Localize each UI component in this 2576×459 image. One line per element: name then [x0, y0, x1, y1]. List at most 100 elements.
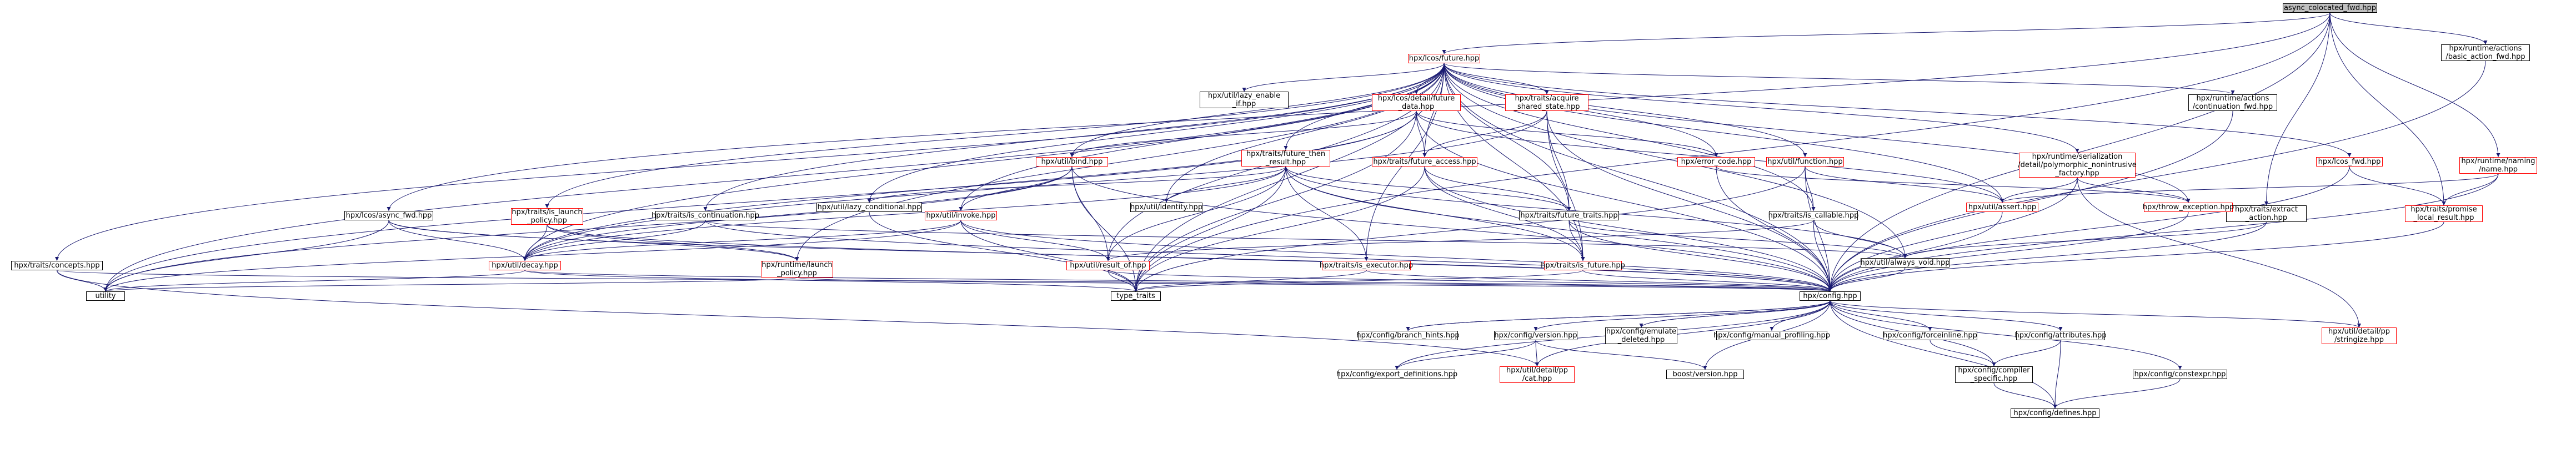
edge-poly-to-cfg: [1828, 177, 2078, 292]
node-lazy-conditional[interactable]: hpx/util/lazy_conditional.hpp: [816, 203, 922, 212]
node-lcos-future[interactable]: hpx/lcos/future.hpp: [1408, 54, 1480, 63]
node-emulate-deleted[interactable]: hpx/config/emulate _deleted.hpp: [1605, 327, 1677, 344]
node-result-of[interactable]: hpx/util/result_of.hpp: [1066, 261, 1150, 270]
node-continuation-fwd[interactable]: hpx/runtime/actions /continuation_fwd.hp…: [2188, 94, 2277, 111]
edge-lp-to-cfg: [547, 224, 1832, 292]
node-always-void[interactable]: hpx/util/always_void.hpp: [1860, 258, 1950, 268]
edge-inv-to-cfg: [960, 220, 1832, 292]
edge-fdata-to-decay: [523, 110, 1417, 261]
node-pp-stringize[interactable]: hpx/util/detail/pp /stringize.hpp: [2322, 327, 2397, 344]
node-attributes[interactable]: hpx/config/attributes.hpp: [2014, 331, 2107, 340]
edge-lafwd-to-decay: [388, 220, 527, 261]
edge-lfut-to-ft: [1444, 63, 1571, 211]
edge-func-to-tdata: [1134, 166, 1806, 292]
node-util-bind[interactable]: hpx/util/bind.hpp: [1036, 157, 1108, 167]
edge-rlp-to-cfg: [796, 277, 1832, 292]
edge-inv-to-tdata: [960, 220, 1138, 292]
edge-root-to-tdata: [1134, 12, 2331, 292]
edge-finl-to-comp: [1930, 340, 1996, 367]
node-concepts[interactable]: hpx/traits/concepts.hpp: [11, 261, 103, 270]
node-error-code[interactable]: hpx/error_code.hpp: [1677, 157, 1755, 167]
edge-fdata-to-bind: [1070, 110, 1417, 158]
edge-bafwd-to-cfg: [1828, 60, 2486, 292]
edge-ftr-to-cfg: [1285, 166, 1832, 292]
node-lazy-enable-if[interactable]: hpx/util/lazy_enable _if.hpp: [1200, 92, 1289, 108]
edge-iex-to-cfg: [1366, 270, 1832, 292]
node-lcos-fwd[interactable]: hpx/lcos_fwd.hpp: [2316, 157, 2383, 167]
edge-isf-to-cfg: [1582, 270, 1832, 292]
edge-lc-to-tdata: [869, 211, 1138, 292]
node-util-function[interactable]: hpx/util/function.hpp: [1766, 157, 1844, 167]
node-lcos-async-fwd[interactable]: hpx/lcos/async_fwd.hpp: [344, 211, 433, 220]
node-is-continuation[interactable]: hpx/traits/is_continuation.hpp: [651, 211, 759, 220]
edge-cfg-to-cat: [1535, 300, 1831, 367]
node-forceinline[interactable]: hpx/config/forceinline.hpp: [1883, 331, 1977, 340]
edge-ftr-to-id: [1164, 166, 1286, 203]
node-boost-version[interactable]: boost/version.hpp: [1666, 370, 1744, 379]
node-config-defines[interactable]: hpx/config/defines.hpp: [2011, 408, 2099, 418]
edge-acq-to-isf: [1546, 110, 1585, 261]
node-is-future[interactable]: hpx/traits/is_future.hpp: [1541, 261, 1625, 270]
node-throw-exception[interactable]: hpx/throw_exception.hpp: [2142, 203, 2234, 212]
node-promise-local-result[interactable]: hpx/traits/promise _local_result.hpp: [2405, 205, 2483, 222]
node-constexpr[interactable]: hpx/config/constexpr.hpp: [2133, 370, 2227, 379]
edge-root-to-ea: [2264, 12, 2331, 206]
edge-lfut-to-lp: [545, 63, 1445, 209]
node-type-traits[interactable]: type_traits: [1111, 291, 1161, 301]
edge-call-to-cfg: [1813, 220, 1832, 292]
edge-cfg-to-finl: [1830, 300, 1932, 331]
edge-conc-to-cat: [57, 270, 1539, 367]
node-future-data[interactable]: hpx/lcos/detail/future _data.hpp: [1372, 94, 1461, 111]
edge-rlp-to-util: [104, 277, 798, 292]
edge-name-to-prl: [2442, 173, 2499, 206]
edge-fdata-to-tdata: [1134, 110, 1417, 292]
edge-func-to-assert: [1805, 166, 2004, 203]
node-util-decay[interactable]: hpx/util/decay.hpp: [489, 261, 561, 270]
edge-lfut-to-avoid: [1444, 63, 1907, 259]
edge-bind-to-tdata: [1071, 166, 1138, 292]
node-export-definitions[interactable]: hpx/config/export_definitions.hpp: [1336, 370, 1458, 379]
node-util-identity[interactable]: hpx/util/identity.hpp: [1130, 203, 1203, 212]
node-extract-action[interactable]: hpx/traits/extract _action.hpp: [2226, 205, 2307, 222]
edge-attr-to-defs: [2053, 340, 2061, 409]
node-launch-policy[interactable]: hpx/runtime/launch _policy.hpp: [761, 261, 833, 278]
edge-fdata-to-util: [103, 110, 1417, 292]
node-async-colocated-fwd: async_colocated_fwd.hpp: [2283, 3, 2377, 13]
edge-cfg-to-defs: [1830, 300, 2057, 409]
edge-lfut-to-acq: [1444, 63, 1549, 95]
edge-cfg-to-ver: [1533, 300, 1831, 331]
edge-fdata-to-ec: [1416, 110, 1718, 158]
node-manual-profiling[interactable]: hpx/config/manual_profiling.hpp: [1713, 331, 1830, 340]
node-config-version[interactable]: hpx/config/version.hpp: [1494, 331, 1577, 340]
node-utility[interactable]: utility: [86, 291, 125, 301]
node-config[interactable]: hpx/config.hpp: [1800, 291, 1861, 301]
edge-lfut-to-bind: [1070, 63, 1445, 158]
node-util-invoke[interactable]: hpx/util/invoke.hpp: [925, 211, 997, 220]
node-future-access[interactable]: hpx/traits/future_access.hpp: [1372, 157, 1477, 167]
edge-root-to-bafwd: [2329, 12, 2488, 45]
edge-call-to-roff: [1106, 220, 1814, 261]
edge-func-to-cfg: [1805, 166, 1832, 292]
node-util-assert[interactable]: hpx/util/assert.hpp: [1966, 203, 2038, 212]
node-naming-name[interactable]: hpx/runtime/naming /name.hpp: [2459, 157, 2537, 174]
node-is-executor[interactable]: hpx/traits/is_executor.hpp: [1319, 261, 1414, 270]
node-future-traits[interactable]: hpx/traits/future_traits.hpp: [1519, 211, 1619, 220]
node-future-then-result[interactable]: hpx/traits/future_then _result.hpp: [1241, 150, 1330, 167]
node-pp-cat[interactable]: hpx/util/detail/pp /cat.hpp: [1500, 366, 1575, 383]
node-polymorphic-nonintrusive-factory[interactable]: hpx/runtime/serialization /detail/polymo…: [2018, 153, 2137, 178]
node-branch-hints[interactable]: hpx/config/branch_hints.hpp: [1356, 331, 1460, 340]
node-compiler-specific[interactable]: hpx/config/compiler _specific.hpp: [1955, 366, 2033, 383]
edge-attr-to-comp: [1992, 340, 2061, 367]
edge-bind-to-cfg: [1071, 166, 1832, 292]
edge-decay-to-util: [103, 270, 525, 292]
node-acquire-shared-state[interactable]: hpx/traits/acquire _shared_state.hpp: [1505, 94, 1588, 111]
node-basic-action-fwd[interactable]: hpx/runtime/actions /basic_action_fwd.hp…: [2441, 44, 2530, 61]
node-is-launch-policy[interactable]: hpx/traits/is_launch _policy.hpp: [511, 208, 583, 225]
edge-lp-to-decay: [523, 224, 548, 261]
edge-cfg-to-cexpr: [1830, 300, 2182, 370]
edge-root-to-name: [2329, 12, 2500, 158]
node-is-callable[interactable]: hpx/traits/is_callable.hpp: [1768, 211, 1859, 220]
edge-conc-to-cfg: [57, 270, 1832, 292]
edge-comp-to-defs: [1993, 382, 2057, 409]
edge-lfut-to-call: [1444, 63, 1816, 211]
